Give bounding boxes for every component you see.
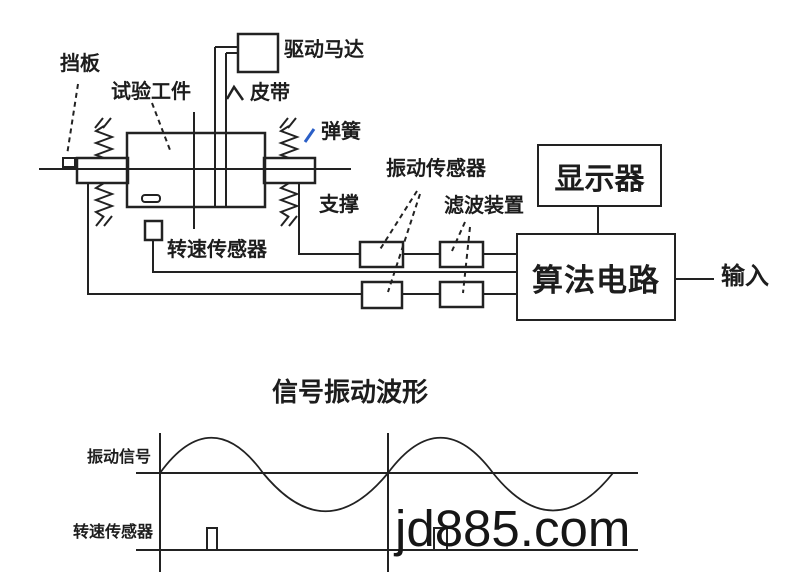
display-box: 显示器 xyxy=(537,144,662,207)
speed-sensor-label: 转速传感器 xyxy=(167,239,267,261)
vibration-sensor-leader-1 xyxy=(378,190,418,252)
baffle-square xyxy=(62,157,76,168)
spring-label: 弹簧 xyxy=(321,121,361,143)
speed-sensor-axis-label: 转速传感器 xyxy=(73,524,154,541)
belt-caret-icon xyxy=(225,84,245,101)
support-left-wire xyxy=(87,183,362,295)
spring-lower-left xyxy=(93,182,115,227)
speed-sensor-wire xyxy=(152,240,516,273)
support-right-wire xyxy=(298,183,360,255)
filter-box-2 xyxy=(438,280,485,309)
watermark-text: jd885.com xyxy=(395,500,631,557)
baffle-label: 挡板 xyxy=(60,53,100,75)
spring-leader-slash xyxy=(303,128,316,143)
tach-pulse-1 xyxy=(206,527,218,551)
vibration-sine-wave xyxy=(159,437,614,513)
workpiece-label: 试验工件 xyxy=(111,81,191,103)
spring-upper-right xyxy=(278,117,300,159)
belt-lines xyxy=(214,46,238,207)
spring-upper-left xyxy=(93,117,115,159)
tach-pulse-2 xyxy=(433,527,448,551)
algorithm-circuit-box: 算法电路 xyxy=(516,233,676,321)
baffle-leader xyxy=(66,83,79,156)
filter-box-1 xyxy=(438,240,485,269)
vibration-sensor-leader-2 xyxy=(387,193,421,293)
spring-lower-right xyxy=(278,182,300,227)
speed-sensor-box xyxy=(143,219,164,242)
support-label: 支撑 xyxy=(319,194,359,216)
input-label: 输入 xyxy=(721,263,769,290)
filter-leader-1 xyxy=(451,221,466,252)
vibration-sensor-label: 振动传感器 xyxy=(386,158,486,180)
belt-label: 皮带 xyxy=(250,82,290,104)
signal-wires xyxy=(402,253,516,295)
waveform-title: 信号振动波形 xyxy=(271,377,428,407)
algorithm-label: 算法电路 xyxy=(532,262,660,298)
workpiece-leader xyxy=(151,102,171,151)
slot-mark xyxy=(141,194,161,203)
display-label: 显示器 xyxy=(554,162,645,196)
vibration-signal-axis-label: 振动信号 xyxy=(87,449,152,466)
test-workpiece-box xyxy=(125,112,267,229)
drive-motor-box xyxy=(236,32,280,74)
drive-motor-label: 驱动马达 xyxy=(284,39,364,61)
filter-label: 滤波装置 xyxy=(444,195,524,217)
vibration-sensor-box-2 xyxy=(360,280,404,310)
bearing-blocks xyxy=(75,156,317,185)
